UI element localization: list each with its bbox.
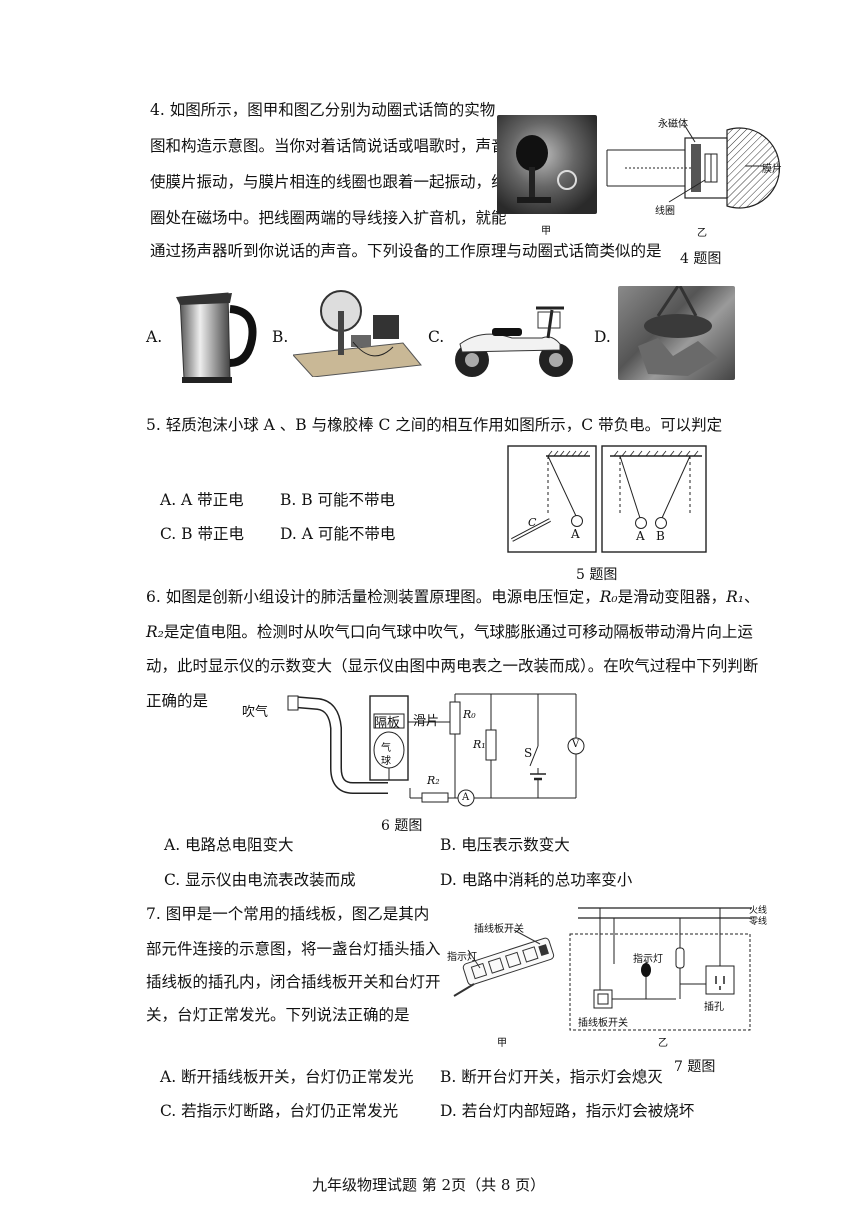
page-footer: 九年级物理试题 第 2页（共 8 页）: [312, 1176, 546, 1194]
fig5-c-label: C: [528, 516, 537, 529]
q4-line-2: 图和构造示意图。当你对着话筒说话或唱歌时，声音: [150, 137, 507, 155]
q4-line-5: 通过扬声器听到你说话的声音。下列设备的工作原理与动圈式话筒类似的是: [150, 242, 662, 260]
fig6-caption: 6 题图: [381, 818, 423, 834]
lung-capacity-circuit-diagram: [287, 693, 585, 807]
fig7-indicator2-label: 指示灯: [633, 954, 663, 965]
fig6-switch-label: S: [524, 746, 533, 760]
q7-line-4: 关，台灯正常发光。下列说法正确的是: [146, 1006, 410, 1024]
q6-line-1: 6. 如图是创新小组设计的肺活量检测装置原理图。电源电压恒定，R₀是滑动变阻器，…: [146, 588, 760, 606]
fig5-b-label: B: [656, 529, 665, 543]
fig7-neutral-label: 零线: [749, 917, 768, 927]
q4-line-3: 使膜片振动，与膜片相连的线圈也跟着一起振动，线: [150, 173, 507, 191]
q4-option-d-label: D.: [594, 328, 611, 346]
q5-option-b[interactable]: B. B 可能不带电: [280, 491, 396, 509]
q5-option-d[interactable]: D. A 可能不带电: [280, 525, 396, 543]
q7-option-d[interactable]: D. 若台灯内部短路，指示灯会被烧坏: [440, 1102, 695, 1120]
fig7-yi-label: 乙: [658, 1038, 668, 1049]
fig5-a-label: A: [571, 527, 580, 541]
q7-option-a[interactable]: A. 断开插线板开关，台灯仍正常发光: [160, 1068, 414, 1086]
fig4-caption: 4 题图: [680, 251, 722, 267]
fig6-r1-label: R₁: [473, 738, 486, 751]
charged-balls-diagram: [507, 445, 707, 553]
q6-option-c[interactable]: C. 显示仪由电流表改装而成: [164, 871, 356, 889]
fig6-ammeter-label: A: [462, 792, 470, 803]
fig4-yi-label: 乙: [697, 228, 707, 239]
generator-model-image: [293, 290, 422, 377]
fig7-indicator-label: 指示灯: [447, 952, 477, 963]
fig6-voltmeter-label: V: [572, 739, 580, 750]
fig7-caption: 7 题图: [674, 1059, 716, 1075]
q6-option-d[interactable]: D. 电路中消耗的总功率变小: [440, 871, 633, 889]
q5-option-c[interactable]: C. B 带正电: [160, 525, 244, 543]
q6-line-4: 正确的是: [146, 692, 209, 710]
fig7-jia-label: 甲: [497, 1038, 507, 1049]
fig7-switch-top-label: 插线板开关: [474, 924, 524, 935]
microphone-structure-diagram: [606, 125, 781, 209]
electromagnet-crane-photo: [618, 285, 735, 380]
q5-stem: 5. 轻质泡沫小球 A 、B 与橡胶棒 C 之间的相互作用如图所示，C 带负电。…: [146, 416, 723, 434]
fig4-magnet-label: 永磁体: [658, 119, 688, 130]
q4-line-4: 圈处在磁场中。把线圈两端的导线接入扩音机，就能: [150, 209, 507, 227]
q4-option-c-label: C.: [428, 328, 445, 346]
q7-option-b[interactable]: B. 断开台灯开关，指示灯会熄灭: [440, 1068, 663, 1086]
kettle-image: [176, 292, 257, 383]
q6-option-b[interactable]: B. 电压表示数变大: [440, 836, 570, 854]
fig7-live-label: 火线: [749, 906, 768, 916]
fig6-blow-label: 吹气: [242, 705, 269, 720]
fig4-membrane-label: 膜片: [762, 164, 782, 175]
power-strip-wiring-diagram: [569, 907, 752, 1031]
fig4-coil-label: 线圈: [655, 206, 675, 217]
q5-option-a[interactable]: A. A 带正电: [160, 491, 244, 509]
electric-bike-image: [455, 306, 573, 377]
fig7-switch-bottom-label: 插线板开关: [578, 1018, 628, 1029]
q7-option-c[interactable]: C. 若指示灯断路，台灯仍正常发光: [160, 1102, 399, 1120]
q6-option-a[interactable]: A. 电路总电阻变大: [164, 836, 294, 854]
q4-option-b-label: B.: [272, 328, 289, 346]
q6-line-2: R₂是定值电阻。检测时从吹气口向气球中吹气，气球膨胀通过可移动隔板带动滑片向上运: [146, 623, 753, 641]
fig6-slider-label: 滑片: [413, 714, 440, 729]
q7-line-3: 插线板的插孔内，闭合插线板开关和台灯开: [146, 973, 441, 991]
q4-option-a-label: A.: [146, 328, 163, 346]
fig6-r2-label: R₂: [427, 774, 440, 787]
fig7-socket-label: 插孔: [704, 1002, 724, 1013]
q4-line-1: 4. 如图所示，图甲和图乙分别为动圈式话筒的实物: [150, 101, 496, 119]
q7-line-2: 部元件连接的示意图，将一盏台灯插头插入: [146, 940, 441, 958]
power-strip-image: [453, 929, 555, 997]
microphone-photo: [497, 115, 597, 214]
fig6-balloon-label-1: 气: [381, 743, 391, 754]
q6-line-3: 动，此时显示仪的示数变大（显示仪由图中两电表之一改装而成）。在吹气过程中下列判断: [146, 657, 759, 675]
fig5-caption: 5 题图: [576, 567, 618, 583]
q7-line-1: 7. 图甲是一个常用的插线板，图乙是其内: [146, 905, 430, 923]
fig6-partition-label: 隔板: [374, 716, 401, 731]
fig5-a2-label: A: [636, 529, 645, 543]
fig4-jia-label: 甲: [541, 226, 551, 237]
fig6-balloon-label-2: 球: [381, 756, 391, 767]
fig6-r0-label: R₀: [463, 708, 476, 721]
